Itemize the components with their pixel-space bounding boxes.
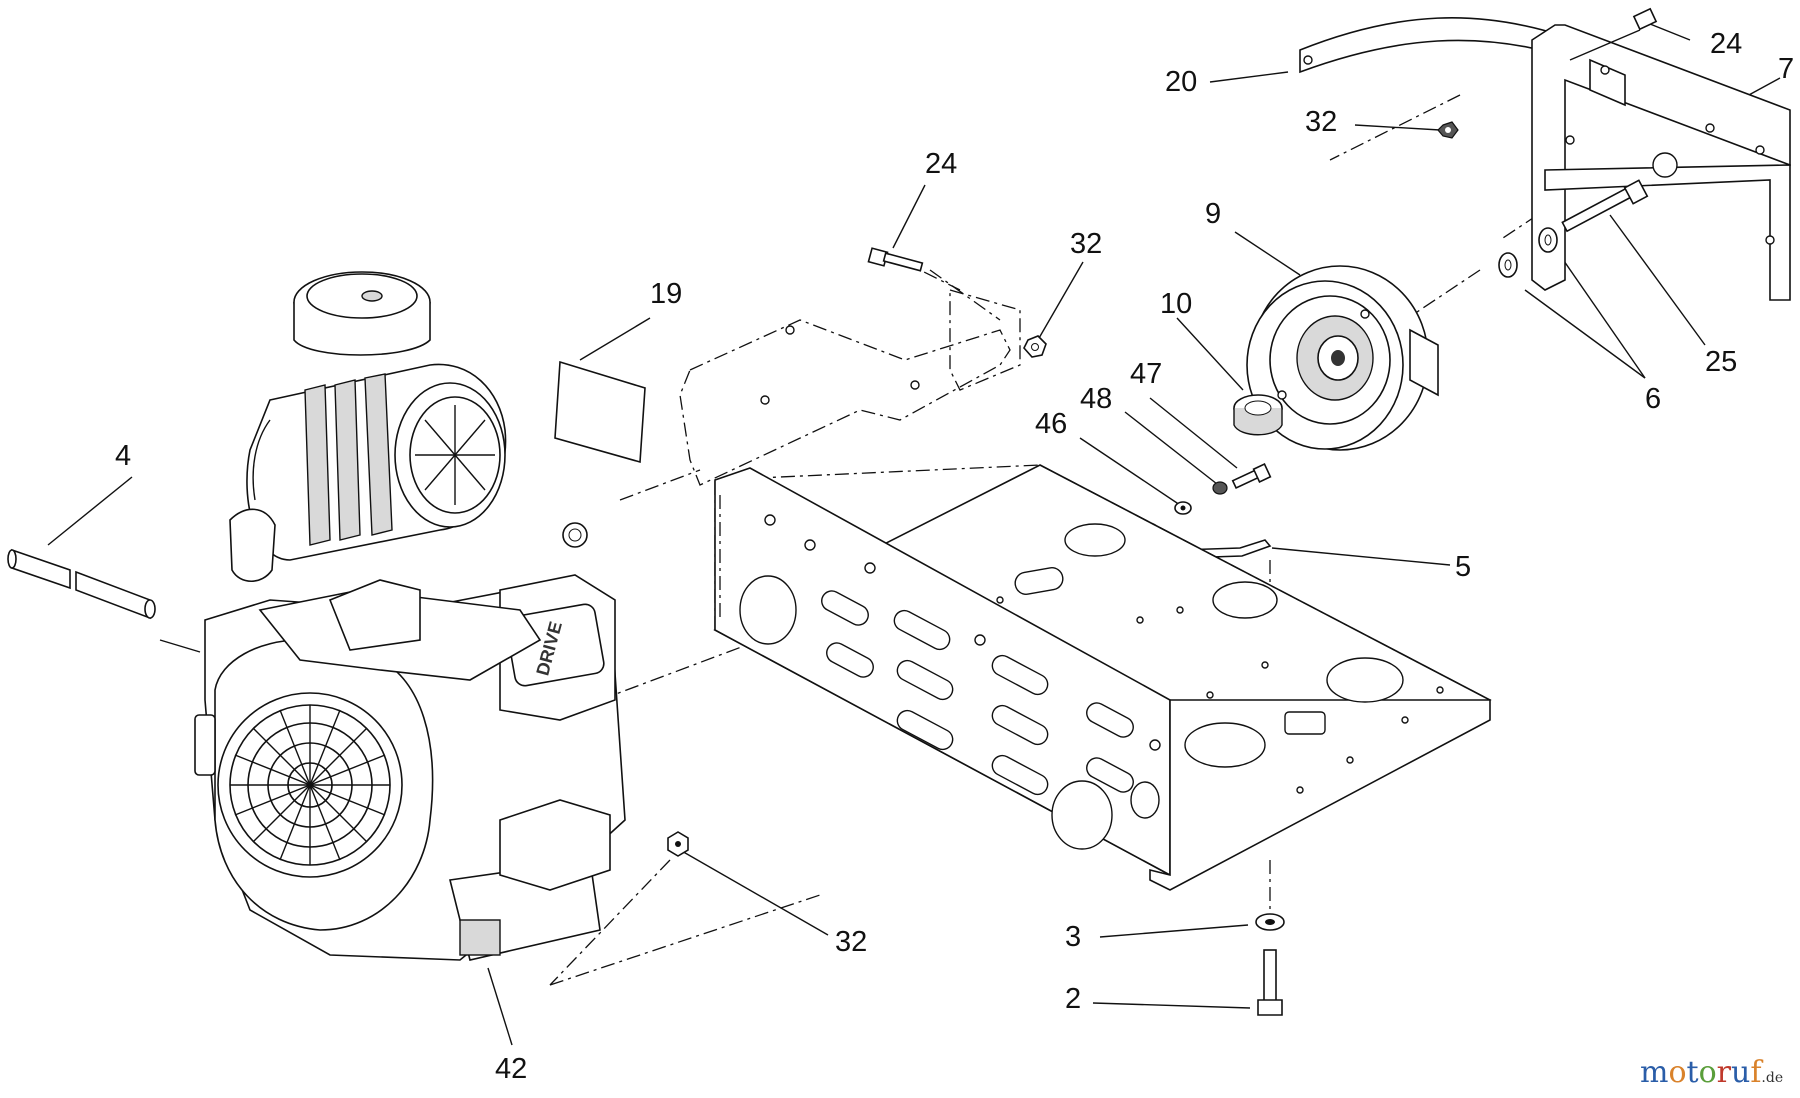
callout-7: 7	[1778, 53, 1795, 85]
wm-tld: .de	[1761, 1070, 1784, 1086]
bolt-24-mid	[867, 247, 924, 272]
main-frame	[713, 464, 1492, 891]
callout-24-top: 24	[1710, 28, 1743, 60]
nut-32-lower	[667, 831, 689, 857]
nut-32-top	[1437, 121, 1459, 139]
callout-32-lower: 32	[835, 926, 868, 958]
callout-3: 3	[1065, 921, 1082, 953]
leader-lines	[47, 21, 1781, 1046]
spacer-10	[1233, 394, 1283, 436]
callout-32-mid: 32	[1070, 228, 1103, 260]
wm-letter: m	[1640, 1055, 1669, 1090]
wm-letter: r	[1716, 1055, 1731, 1090]
callout-2: 2	[1065, 983, 1082, 1015]
callout-32-top: 32	[1305, 106, 1338, 138]
engine-42: DRIVE	[194, 271, 626, 961]
tube-4	[7, 548, 156, 620]
callout-19: 19	[650, 278, 683, 310]
bolt-2	[1257, 949, 1283, 1016]
bolt-25	[1561, 179, 1649, 233]
decal-19	[554, 360, 646, 464]
fan-grille	[217, 692, 403, 878]
callout-4: 4	[115, 440, 132, 472]
callout-9: 9	[1205, 198, 1222, 230]
callout-42: 42	[495, 1053, 528, 1085]
watermark-logo: motoruf.de	[1640, 1058, 1783, 1088]
clutch-pulley-9	[1246, 265, 1439, 451]
nut-32-mid	[1023, 335, 1047, 358]
washers-6	[1498, 227, 1558, 278]
wm-letter: u	[1730, 1055, 1751, 1090]
callout-48: 48	[1080, 383, 1113, 415]
frame-slots	[739, 514, 1161, 850]
callout-20: 20	[1165, 66, 1198, 98]
intake-dome	[293, 271, 431, 356]
washer-3	[1255, 913, 1285, 931]
upper-mount-plate	[679, 289, 1021, 486]
air-cleaner	[246, 363, 507, 561]
callout-46: 46	[1035, 408, 1068, 440]
callout-24-mid: 24	[925, 148, 958, 180]
wm-letter: o	[1668, 1055, 1687, 1090]
callout-5: 5	[1455, 551, 1472, 583]
wm-letter: o	[1698, 1055, 1717, 1090]
wm-letter: t	[1686, 1055, 1699, 1090]
callout-10: 10	[1160, 288, 1193, 320]
bolt-24-top	[1569, 7, 1658, 61]
plate-openings	[996, 523, 1444, 794]
hardware-46-48-47	[1174, 463, 1272, 515]
mounting-bracket-7	[1531, 24, 1791, 301]
callout-47: 47	[1130, 358, 1163, 390]
callout-6: 6	[1645, 383, 1662, 415]
callout-25: 25	[1705, 346, 1738, 378]
wm-letter: f	[1750, 1055, 1762, 1090]
strap-bracket-20	[1299, 17, 1561, 74]
